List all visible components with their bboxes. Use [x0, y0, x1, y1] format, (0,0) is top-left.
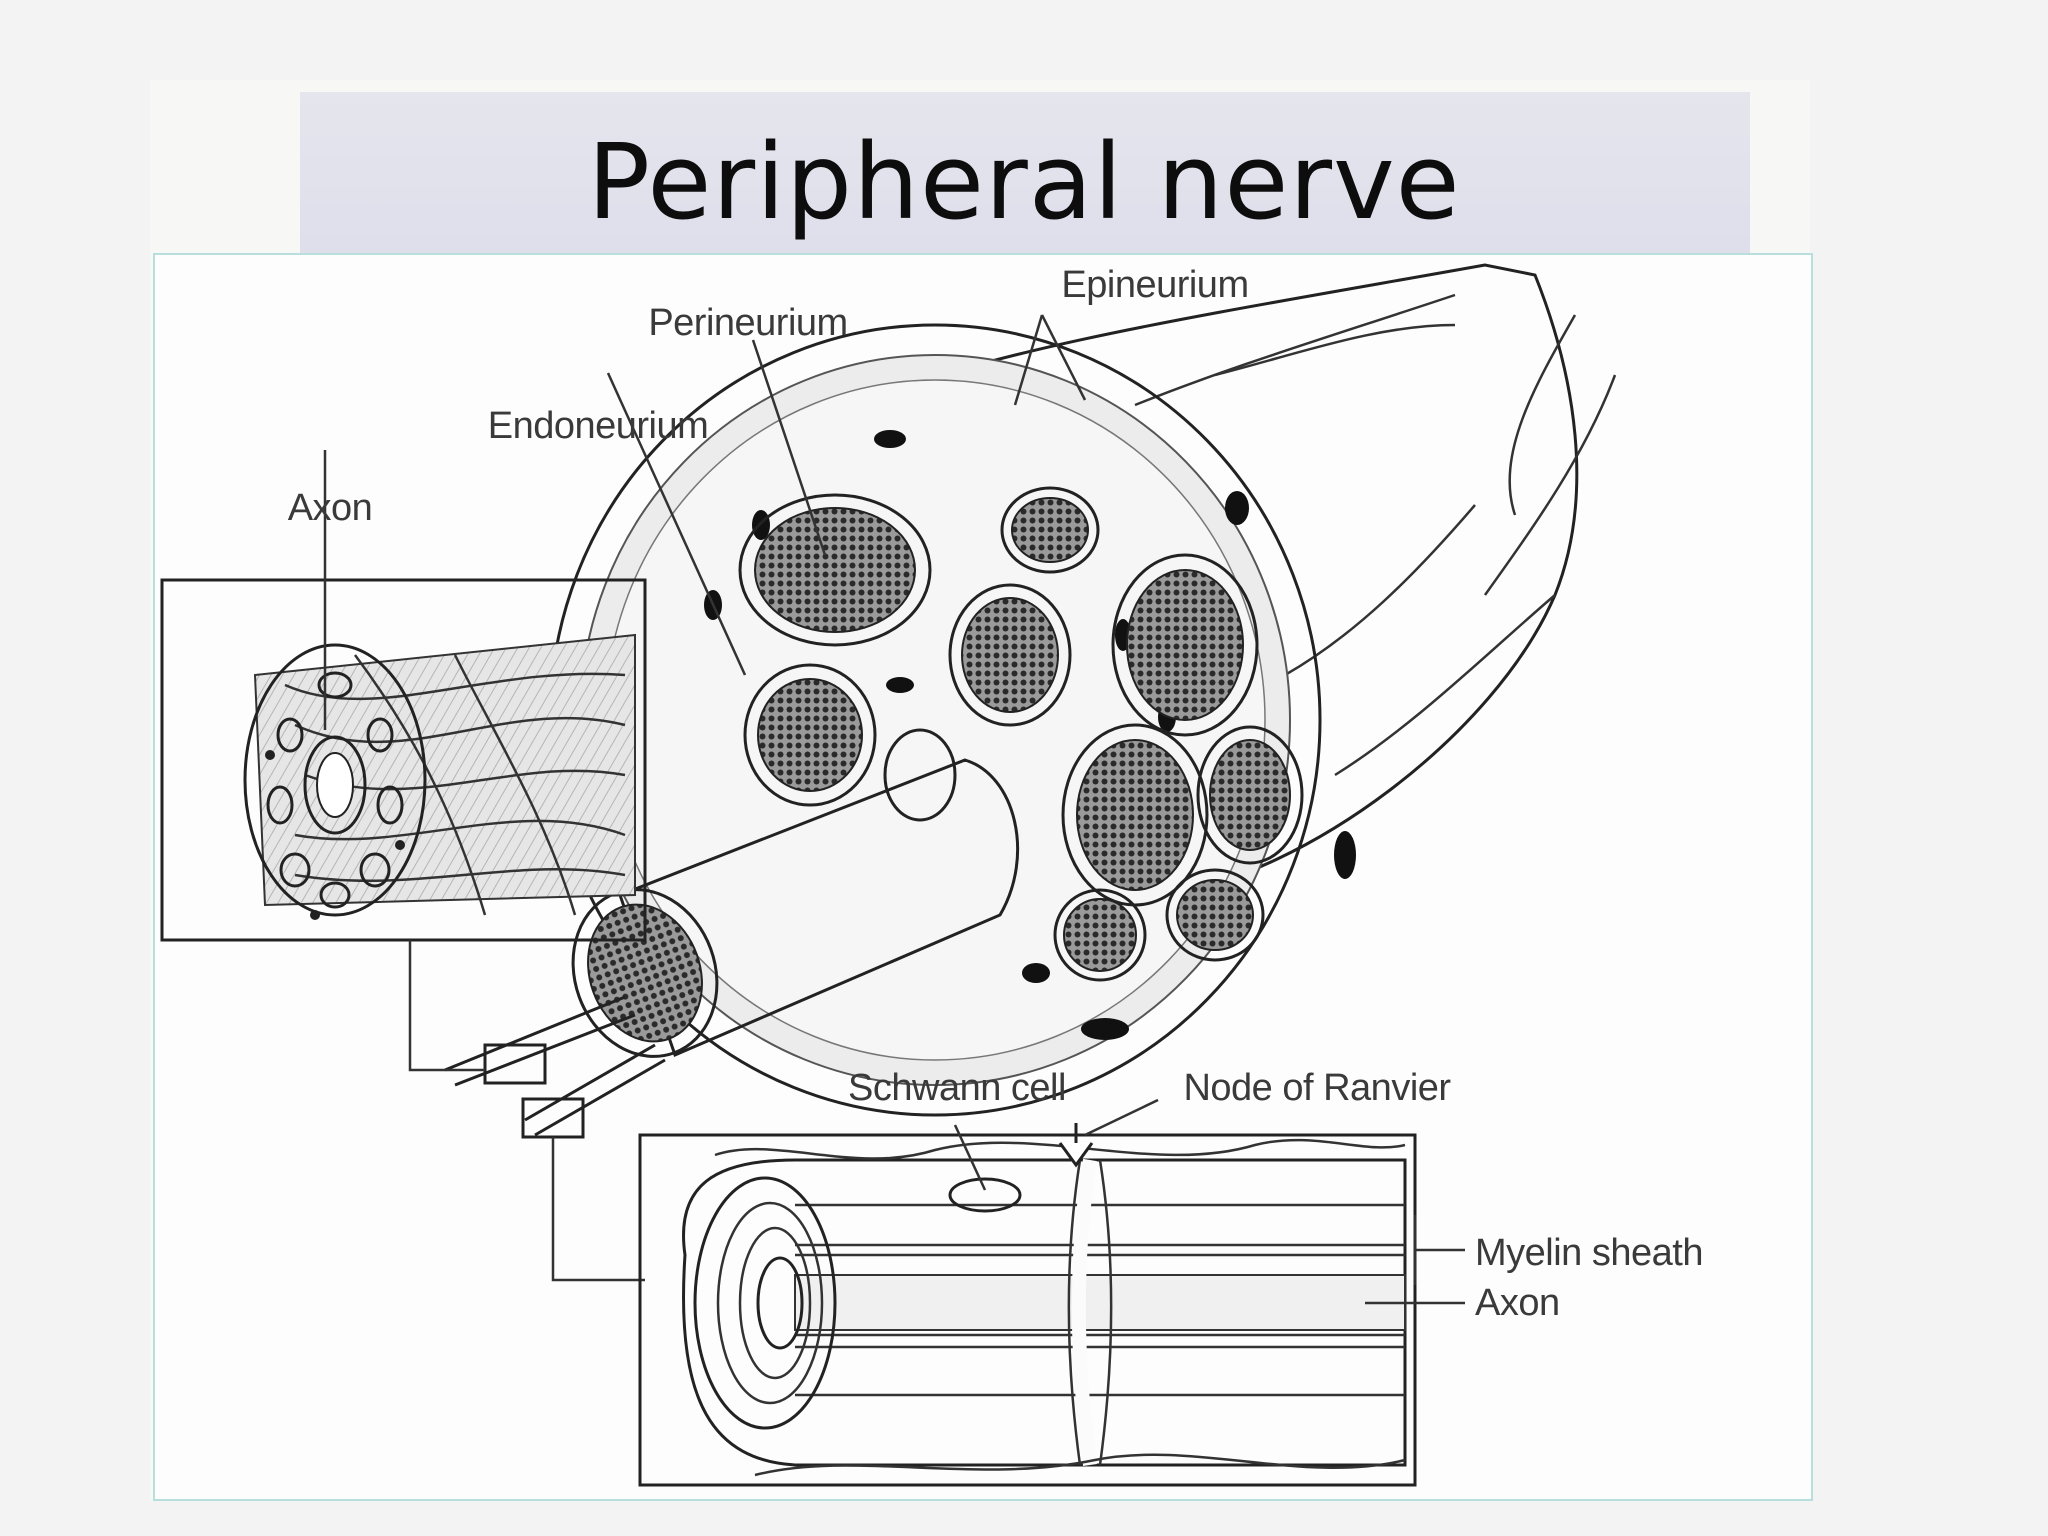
nerve-diagram-svg: Epineurium Perineurium Endoneurium Axon … — [160, 263, 1703, 1487]
label-endoneurium: Endoneurium — [488, 405, 709, 447]
nerve-cross-section — [548, 323, 1356, 1117]
label-axon-top: Axon — [288, 487, 373, 529]
title-band — [300, 92, 1750, 262]
label-node-of-ranvier: Node of Ranvier — [1183, 1067, 1451, 1109]
label-myelin-sheath: Myelin sheath — [1475, 1232, 1703, 1274]
fascicles — [738, 486, 1304, 982]
label-schwann-cell: Schwann cell — [848, 1067, 1066, 1109]
endoneurium-inset — [160, 578, 647, 942]
myelinated-axon-inset — [638, 1123, 1417, 1487]
slide-title: Peripheral nerve — [587, 121, 1461, 243]
nerve-diagram-figure: Epineurium Perineurium Endoneurium Axon … — [153, 253, 1813, 1501]
nerve-trunk — [852, 263, 1617, 897]
label-perineurium: Perineurium — [648, 302, 847, 344]
leader-lines — [323, 314, 1465, 1305]
label-epineurium: Epineurium — [1061, 264, 1248, 306]
connector-lines — [408, 940, 645, 1282]
label-axon-bottom: Axon — [1475, 1282, 1560, 1324]
